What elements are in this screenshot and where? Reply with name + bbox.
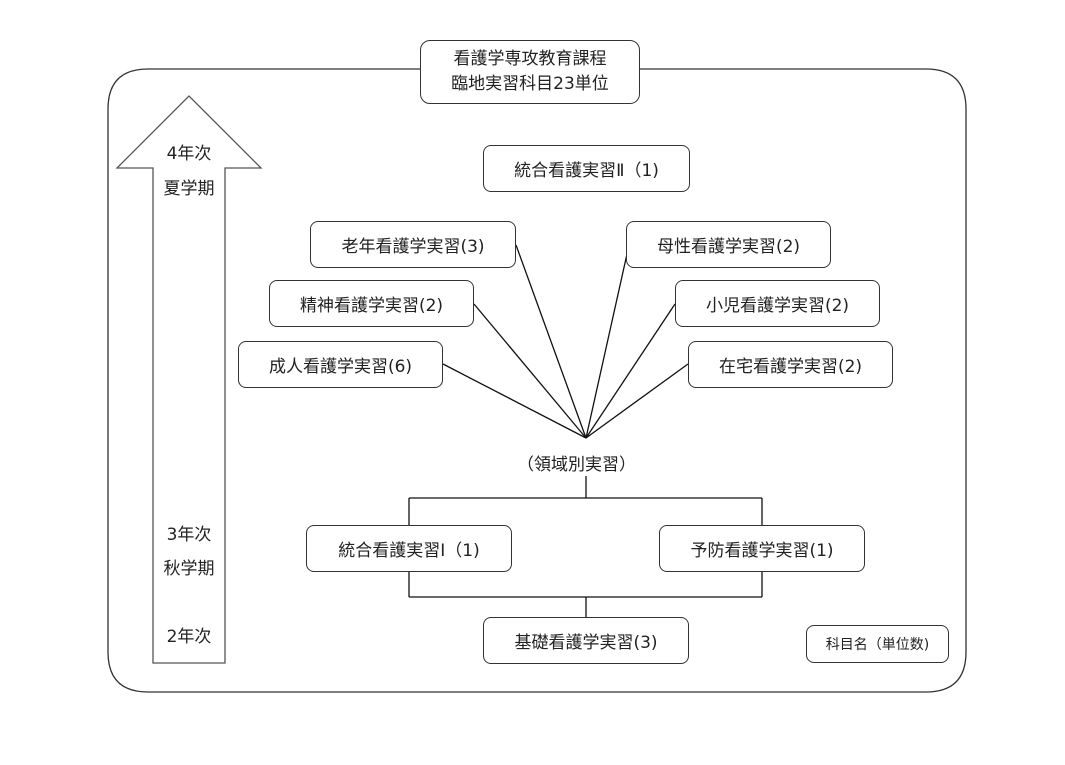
connector-adult xyxy=(442,363,587,439)
timeline-top-year: 4年次 xyxy=(166,144,212,164)
course-gerontological-nursing: 老年看護学実習(3) xyxy=(310,221,516,268)
course-psychiatric-nursing: 精神看護学実習(2) xyxy=(269,280,474,327)
field-specific-practicum-label: （領域別実習） xyxy=(517,455,636,475)
course-maternal-nursing: 母性看護学実習(2) xyxy=(626,221,831,268)
timeline-mid-term: 秋学期 xyxy=(163,559,215,579)
timeline-top-term: 夏学期 xyxy=(163,179,215,199)
curriculum-title-box: 看護学専攻教育課程 臨地実習科目23単位 xyxy=(420,40,640,104)
connector-psychiatric xyxy=(473,303,587,439)
course-fundamental-nursing: 基礎看護学実習(3) xyxy=(483,617,689,664)
course-preventive-nursing: 予防看護学実習(1) xyxy=(659,525,865,572)
course-pediatric-nursing: 小児看護学実習(2) xyxy=(675,280,880,327)
timeline-bottom-year: 2年次 xyxy=(166,627,212,647)
course-home-care-nursing: 在宅看護学実習(2) xyxy=(688,341,893,388)
connector-pediatric xyxy=(585,303,676,439)
title-line-1: 看護学専攻教育課程 xyxy=(453,49,607,69)
connector-gerontological xyxy=(515,244,587,439)
timeline-mid-year: 3年次 xyxy=(166,525,212,545)
course-integrated-practicum-1: 統合看護実習Ⅰ（1) xyxy=(306,525,512,572)
course-integrated-practicum-2: 統合看護実習Ⅱ（1) xyxy=(483,145,690,192)
course-adult-nursing: 成人看護学実習(6) xyxy=(238,341,443,388)
timeline-arrow xyxy=(115,95,263,664)
connector-home-care xyxy=(585,363,689,439)
connector-maternal xyxy=(585,253,628,439)
legend-box: 科目名（単位数) xyxy=(806,625,949,663)
outer-frame xyxy=(107,68,967,693)
title-line-2: 臨地実習科目23単位 xyxy=(451,74,609,94)
